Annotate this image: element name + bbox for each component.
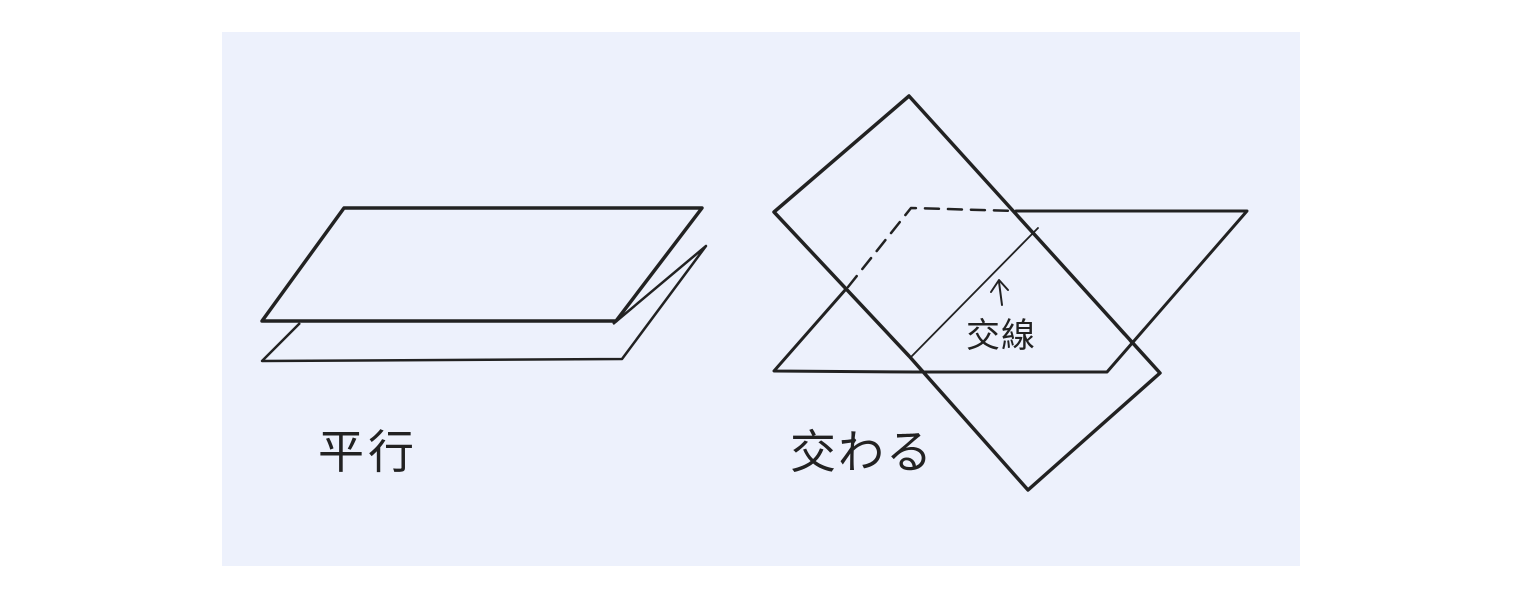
horizontal-plane-left	[772, 287, 917, 374]
upper-plane	[260, 206, 704, 323]
tilted-plane-hidden-edge	[1036, 236, 1134, 345]
label-intersection-line: 交線	[966, 316, 1036, 356]
tilted-plane-visible	[772, 94, 1162, 492]
label-parallel: 平行	[318, 425, 418, 479]
lower-plane	[260, 244, 708, 363]
diagram-panel	[222, 32, 1300, 566]
intersecting-planes	[772, 94, 1249, 492]
horizontal-plane-hidden	[846, 206, 1018, 289]
horizontal-plane-visible	[913, 209, 1249, 374]
parallel-planes	[260, 206, 708, 363]
label-intersecting: 交わる	[790, 425, 934, 479]
intersection-line	[909, 227, 1039, 359]
arrow-icon	[990, 279, 1009, 306]
